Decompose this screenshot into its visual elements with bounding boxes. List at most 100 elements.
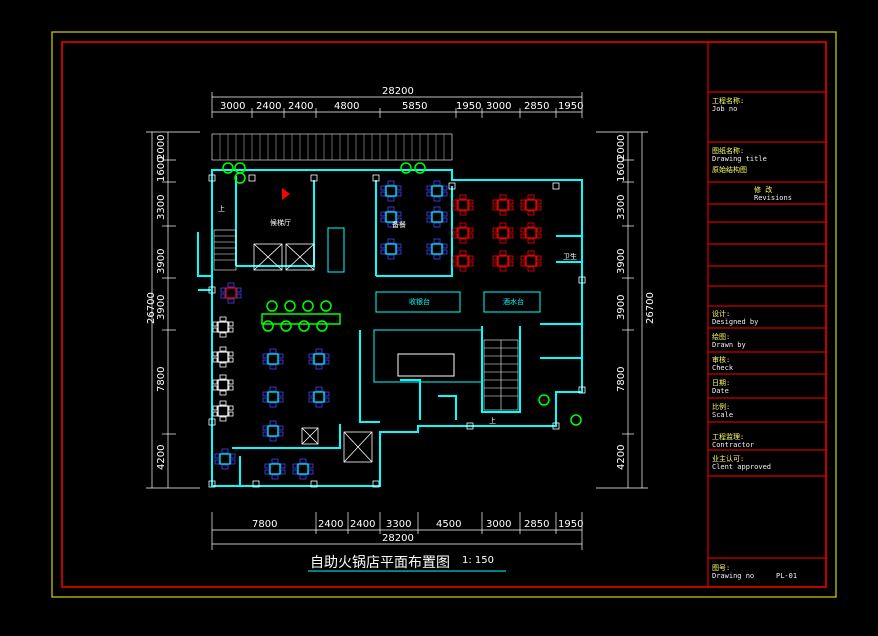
plant-icon [222, 162, 234, 174]
top-seg-label: 2850 [524, 101, 550, 112]
tb-client-en: Clent approved [712, 463, 772, 471]
tb-drawing-no: 图号: Drawing no [712, 564, 754, 580]
room-label-counter-b: 酒水台 [503, 298, 524, 306]
dining-table [492, 194, 514, 216]
plant-icon [280, 320, 292, 332]
tb-date-cn: 日期: [712, 379, 731, 387]
room-label-stair-up: 上 [489, 417, 496, 425]
column [310, 480, 318, 488]
dining-table [426, 206, 448, 228]
right-seg-label: 1600 [616, 156, 627, 182]
plant-icon [284, 300, 296, 312]
tb-client: 业主认可: Clent approved [712, 455, 771, 471]
dining-table [262, 348, 284, 370]
dining-table [426, 238, 448, 260]
tb-drawn-en: Drawn by [712, 341, 746, 349]
bot-seg-label: 3000 [486, 519, 512, 530]
dining-table [380, 206, 402, 228]
tb-drawing-title-value: 原始结构图 [712, 166, 747, 174]
plant-icon [400, 162, 412, 174]
dining-table [380, 180, 402, 202]
drawing-scale: 1: 150 [462, 555, 494, 566]
left-seg-label: 3300 [156, 194, 167, 220]
column [578, 276, 586, 284]
dining-table [452, 222, 474, 244]
left-seg-label: 7800 [156, 366, 167, 392]
right-seg-label: 3900 [616, 248, 627, 274]
top-seg-label: 2400 [288, 101, 314, 112]
tb-drawn-cn: 绘图: [712, 333, 731, 341]
dining-table [212, 316, 234, 338]
inner-frame [61, 41, 827, 588]
dining-table [220, 282, 242, 304]
plant-icon [234, 162, 246, 174]
tb-drawing-title-cn: 图纸名称: [712, 147, 745, 155]
room-label-lounge: 候梯厅 [270, 219, 291, 227]
title-block [707, 42, 826, 587]
plant-icon [298, 320, 310, 332]
tb-scale: 比例: Scale [712, 403, 733, 419]
top-dimension [211, 92, 583, 118]
top-seg-label: 1950 [456, 101, 482, 112]
top-seg-label: 4800 [334, 101, 360, 112]
dining-table [492, 222, 514, 244]
long-table [261, 313, 341, 325]
dining-table [492, 250, 514, 272]
plant-icon [302, 300, 314, 312]
column [208, 174, 216, 182]
tb-job-no-en: Job no [712, 105, 738, 113]
tb-drawing-no-value: PL-01 [776, 572, 798, 580]
column [372, 174, 380, 182]
dining-table [520, 222, 542, 244]
balcony-hatch [211, 133, 453, 161]
door-marker [282, 188, 290, 200]
dining-table [262, 386, 284, 408]
right-seg-label: 3900 [616, 294, 627, 320]
column [208, 480, 216, 488]
left-seg-label: 1600 [156, 156, 167, 182]
top-seg-label: 2400 [256, 101, 282, 112]
room-label-kitchen-a: 备餐 [392, 221, 406, 229]
column [252, 480, 260, 488]
left-seg-label: 3900 [156, 294, 167, 320]
right-seg-label: 4200 [616, 444, 627, 470]
tb-scale-cn: 比例: [712, 403, 731, 411]
columns [208, 174, 586, 488]
dining-table [520, 250, 542, 272]
tb-drawing-no-en: Drawing no [712, 572, 755, 580]
dining-table [214, 448, 236, 470]
right-seg-label: 7800 [616, 366, 627, 392]
bot-seg-label: 3300 [386, 519, 412, 530]
bot-seg-label: 7800 [252, 519, 278, 530]
left-seg-label: 4200 [156, 444, 167, 470]
top-seg-label: 3000 [220, 101, 246, 112]
plants [222, 162, 582, 426]
column [208, 418, 216, 426]
tb-date: 日期: Date [712, 379, 730, 395]
column [448, 182, 456, 190]
tb-contractor: 工程监理: Contractor [712, 433, 754, 449]
floor-plan-walls [197, 169, 583, 487]
plant-icon [570, 414, 582, 426]
elevators [253, 243, 373, 463]
dining-table [452, 250, 474, 272]
stair-hatch [213, 229, 519, 411]
top-seg-label: 3000 [486, 101, 512, 112]
tb-check-cn: 审核: [712, 356, 731, 364]
plant-icon [266, 300, 278, 312]
tb-check: 审核: Check [712, 356, 733, 372]
room-label-restroom: 卫生 [563, 253, 577, 261]
tb-designed-en: Designed by [712, 318, 759, 326]
top-seg-label: 5850 [402, 101, 428, 112]
tb-drawing-no-cn: 图号: [712, 564, 731, 572]
column [248, 174, 256, 182]
dining-table [262, 420, 284, 442]
tb-designed: 设计: Designed by [712, 310, 758, 326]
left-seg-label: 3900 [156, 248, 167, 274]
column [552, 422, 560, 430]
tb-check-en: Check [712, 364, 734, 372]
bot-seg-label: 2400 [350, 519, 376, 530]
room-label-counter-a: 收银台 [409, 298, 430, 306]
tb-revisions-cn: 修 改 [754, 186, 773, 194]
